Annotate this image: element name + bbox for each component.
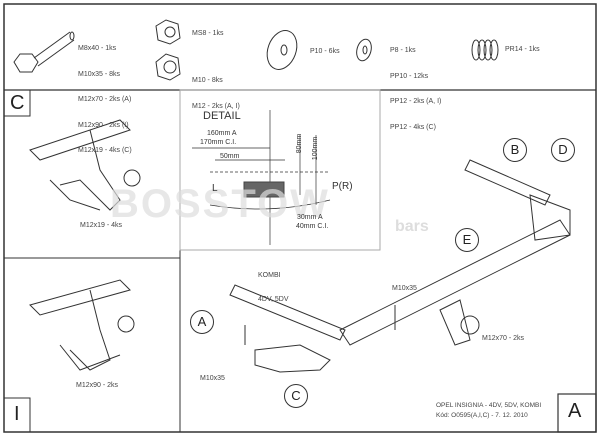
panel-a-label: A [568, 400, 582, 422]
bolt-top-label: M10x35 [392, 285, 417, 292]
part-label: P10 - 6ks [310, 48, 340, 55]
part-label: M12 - 2ks (A, I) [192, 102, 240, 110]
part-label: PR14 - 1ks [505, 46, 540, 53]
detail-dimension-lines [192, 110, 331, 245]
part-label: M12x70 - 2ks (A) [78, 96, 132, 103]
detail-dimension: 40mm C.I. [296, 223, 329, 230]
detail-dimension: 30mm A [297, 214, 323, 221]
part-label: MS8 - 1ks [192, 30, 224, 37]
part-label: P8 - 1ks [390, 47, 416, 54]
part-label: M12x19 - 4ks (C) [78, 147, 132, 154]
footer-title: OPEL INSIGNIA - 4DV, 5DV, KOMBI [436, 402, 542, 409]
outer-frame [3, 3, 597, 433]
part-label: M8x40 - 1ks [78, 45, 117, 52]
nut-icon [155, 19, 181, 45]
bolt-left-label: M10x35 [200, 375, 225, 382]
part-label: PP12 - 2ks (A, I) [390, 98, 442, 105]
variants-label: 4DV, 5DV [258, 296, 289, 303]
callout-e: E [455, 228, 479, 252]
washer-list: P8 - 1ks PP10 - 12ks PP12 - 2ks (A, I) P… [390, 30, 441, 141]
washer-icon [266, 30, 298, 70]
kombi-label: KOMBI [258, 272, 281, 279]
part-label: M10 - 8ks [192, 77, 223, 84]
bolt-right-label: M12x70 - 2ks [482, 335, 525, 342]
callout-b: B [503, 138, 527, 162]
panel-c-label: C [10, 92, 25, 114]
detail-dimension: 170mm C.I. [200, 139, 237, 146]
nut-icon [155, 53, 181, 81]
detail-title: DETAIL [203, 110, 241, 122]
part-label: M10x35 - 8ks [78, 70, 121, 78]
i-label-box [3, 397, 31, 433]
footer-code: Kód: O0595(A,I,C) - 7. 12. 2010 [436, 412, 528, 419]
callout-a: A [190, 310, 214, 334]
panel-i-bolt-label: M12x90 - 2ks [76, 382, 119, 389]
part-label: M12x90 - 2ks (I) [78, 121, 129, 129]
detail-ball-block [243, 181, 285, 198]
bolt-list: M8x40 - 1ks M10x35 - 8ks M12x70 - 2ks (A… [78, 28, 132, 164]
panel-c-bolt-label: M12x19 - 4ks [80, 222, 123, 229]
bolt-icon [13, 31, 75, 73]
spring-icon [471, 39, 499, 61]
watermark-logo: BOSSTOW [110, 182, 330, 226]
detail-box [179, 89, 381, 251]
part-label: PP12 - 4ks (C) [390, 123, 436, 131]
part-label: PP10 - 12ks [390, 72, 429, 80]
hitch-i-drawing [29, 279, 135, 371]
callout-c: C [284, 384, 308, 408]
a-label-box [557, 393, 597, 433]
callout-d: D [551, 138, 575, 162]
washer-icon [356, 38, 372, 62]
nut-list: M10 - 8ks M12 - 2ks (A, I) [192, 60, 240, 120]
detail-right-side: P(R) [332, 181, 353, 192]
detail-dimension: 80mm [296, 133, 304, 154]
c-label-box [3, 89, 31, 117]
hitch-c-drawing [29, 119, 141, 211]
panel-i-label: I [14, 403, 20, 425]
watermark-suffix: bars [395, 218, 429, 235]
main-assembly-drawing [229, 159, 571, 373]
detail-dimension: 100mm [312, 136, 320, 161]
detail-dimension: 50mm [220, 153, 240, 160]
detail-dimension: 160mm A [207, 130, 237, 137]
detail-left-side: L [212, 183, 218, 194]
